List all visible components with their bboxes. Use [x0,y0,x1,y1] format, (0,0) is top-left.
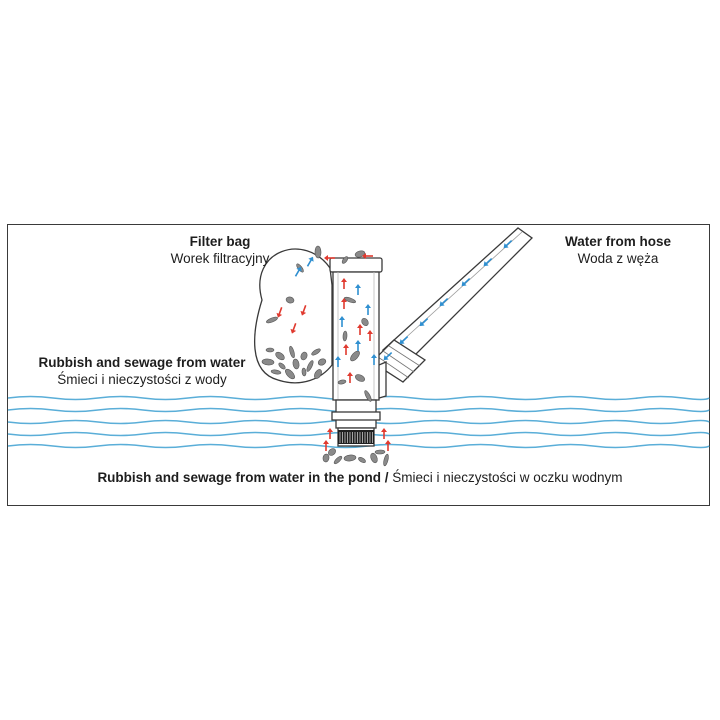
debris-piece [343,454,357,462]
water-flow-arrow [355,284,361,295]
hose [381,227,534,361]
debris-piece [306,360,314,372]
debris-piece [337,379,347,385]
debris-piece [350,350,360,362]
debris-flow-arrow [385,440,391,451]
debris-piece [317,358,327,366]
water-flow-arrow [306,256,314,267]
filter-bag-label-pl: Worek filtracyjny [170,251,270,266]
debris-flow-arrow [341,298,347,309]
debris-piece [342,330,348,342]
filter-bag-label-en: Filter bag [189,234,251,249]
water-flow-arrow [503,240,513,249]
debris-piece [383,453,389,467]
debris-flow-arrow [300,305,307,316]
debris-piece [364,390,372,402]
water-flow-arrow [383,352,393,361]
debris-flow-arrow [276,307,283,318]
water-from-hose-label: Water from hose Woda z węża [548,233,688,267]
debris-piece [301,367,307,377]
debris-piece [374,449,386,455]
debris-piece [361,317,369,327]
debris [261,245,389,467]
flow-arrows [276,240,513,451]
rubbish-from-water-label-pl: Śmieci i nieczystości z wody [57,372,227,387]
debris-piece [300,351,308,361]
debris-flow-arrow [362,253,373,259]
debris-piece [278,362,286,370]
water-flow-arrow [439,298,449,307]
pond-caption: Rubbish and sewage from water in the pon… [0,470,720,485]
water-flow-arrow [339,316,345,327]
rubbish-from-water-label-en: Rubbish and sewage from water [38,355,246,370]
debris-piece [370,452,378,464]
debris-piece [266,316,278,324]
debris-piece [341,256,349,264]
water-flow-arrow [399,336,409,345]
water-flow-arrow [461,278,471,287]
debris-flow-arrow [343,344,349,355]
debris-piece [328,448,336,456]
debris-piece [333,455,343,465]
debris-flow-arrow [381,428,387,439]
brush-head [338,430,374,444]
diagram-frame [7,224,710,506]
debris-piece [289,345,295,359]
debris-piece [311,348,321,356]
debris-flow-arrow [367,330,373,341]
water-flow-arrow [419,318,429,327]
debris-piece [285,368,295,380]
debris-piece [261,358,275,366]
water-flow-arrow [355,340,361,351]
pond-caption-en: Rubbish and sewage from water in the pon… [97,470,381,485]
debris-piece [285,296,295,304]
debris-piece [275,351,285,361]
pond-caption-pl: Śmieci i nieczystości w oczku wodnym [392,470,623,485]
debris-flow-arrow [341,278,347,289]
water-flow-arrow [483,258,493,267]
debris-piece [314,245,322,259]
water-flow-arrow [365,304,371,315]
debris-flow-arrow [324,255,335,261]
debris-flow-arrow [323,440,329,451]
debris-piece [265,347,275,353]
water-from-hose-label-en: Water from hose [564,234,672,249]
water-flow-arrow [294,266,302,277]
debris-flow-arrow [357,324,363,335]
debris-piece [354,250,366,258]
debris-piece [314,369,322,379]
water-flow-arrow [371,354,377,365]
debris-flow-arrow [347,372,353,383]
debris-piece [322,453,330,463]
debris-flow-arrow [290,323,297,334]
debris-piece [354,374,366,382]
rubbish-from-water-label: Rubbish and sewage from water Śmieci i n… [22,354,262,388]
debris-piece [344,296,356,304]
debris-piece [292,358,300,370]
filter-bag-label: Filter bag Worek filtracyjny [150,233,290,267]
debris-piece [270,369,282,375]
debris-flow-arrow [327,428,333,439]
water-from-hose-label-pl: Woda z węża [577,251,659,266]
debris-piece [358,457,366,463]
water-flow-arrow [335,356,341,367]
pond-caption-separator: / [380,470,393,485]
